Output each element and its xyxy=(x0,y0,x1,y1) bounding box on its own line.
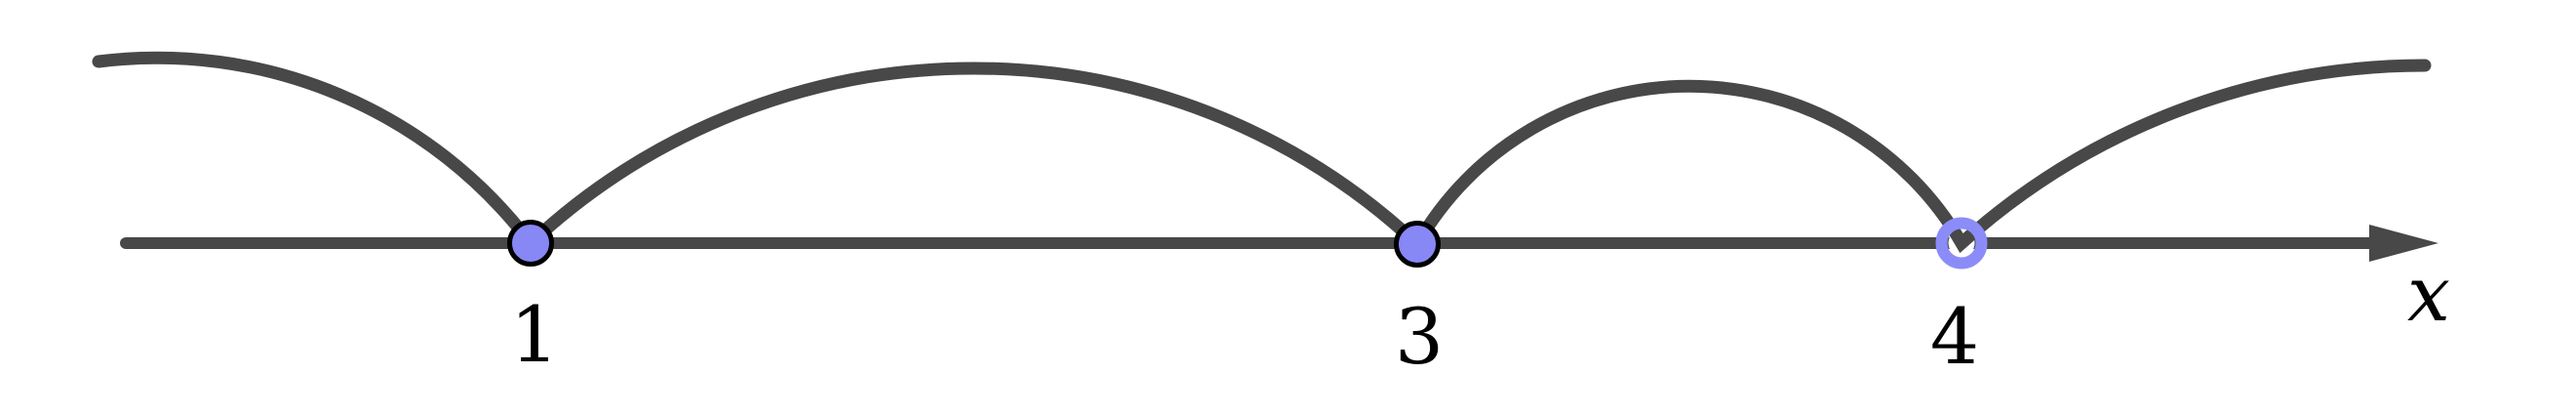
axis-arrowhead-icon xyxy=(2369,225,2438,262)
point-1-marker xyxy=(507,220,554,267)
axis-label-x: x xyxy=(2407,251,2450,339)
point-3-label: 3 xyxy=(1395,292,1444,382)
point-3-marker xyxy=(1394,221,1441,268)
point-4-open-marker xyxy=(1935,217,1988,270)
point-4-label: 4 xyxy=(1930,292,1979,382)
bounce-curve xyxy=(92,51,2432,255)
point-1-label: 1 xyxy=(510,290,559,380)
